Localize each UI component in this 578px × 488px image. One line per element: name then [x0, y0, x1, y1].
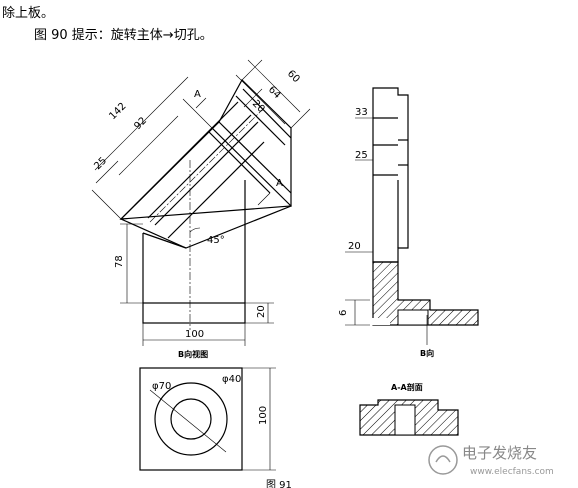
b-dim-phi40: φ40	[222, 374, 241, 385]
label-a-right: A	[276, 178, 283, 189]
b-dim-100: 100	[258, 406, 269, 425]
watermark-logo-icon	[435, 455, 451, 463]
side-dim-33: 33	[355, 107, 368, 118]
dim-100: 100	[185, 329, 204, 340]
intro-text: 除上板。	[2, 6, 55, 21]
watermark-cn: 电子发烧友	[462, 444, 537, 462]
side-section	[372, 261, 479, 326]
dim-25: 25	[92, 155, 109, 172]
base-block	[142, 302, 246, 324]
dim-78: 78	[114, 255, 125, 268]
side-dim-20: 20	[348, 241, 361, 252]
watermark: 电子发烧友 www.elecfans.com	[428, 444, 554, 477]
hint-text: 图 90 提示：旋转主体→切孔。	[34, 28, 213, 43]
dim-20-base: 20	[256, 305, 267, 318]
side-dim-25: 25	[355, 150, 368, 161]
front-view	[119, 79, 293, 324]
dim-64: 64	[266, 84, 283, 101]
section-title: A-A剖面	[391, 382, 423, 392]
section-aa	[359, 399, 459, 436]
side-view	[372, 87, 409, 263]
dim-60: 60	[285, 68, 302, 85]
b-direction-label: B向	[420, 348, 434, 358]
b-view-title: B向视图	[178, 349, 208, 359]
dim-92: 92	[132, 115, 149, 132]
b-view	[139, 367, 243, 471]
watermark-url: www.elecfans.com	[470, 467, 554, 477]
figure-caption: 图 91	[266, 479, 292, 488]
side-dim-6: 6	[338, 310, 349, 316]
label-a-top: A	[194, 89, 201, 100]
dim-142: 142	[107, 101, 128, 122]
dim-angle: 45°	[207, 235, 225, 246]
b-dim-phi70: φ70	[152, 381, 171, 392]
